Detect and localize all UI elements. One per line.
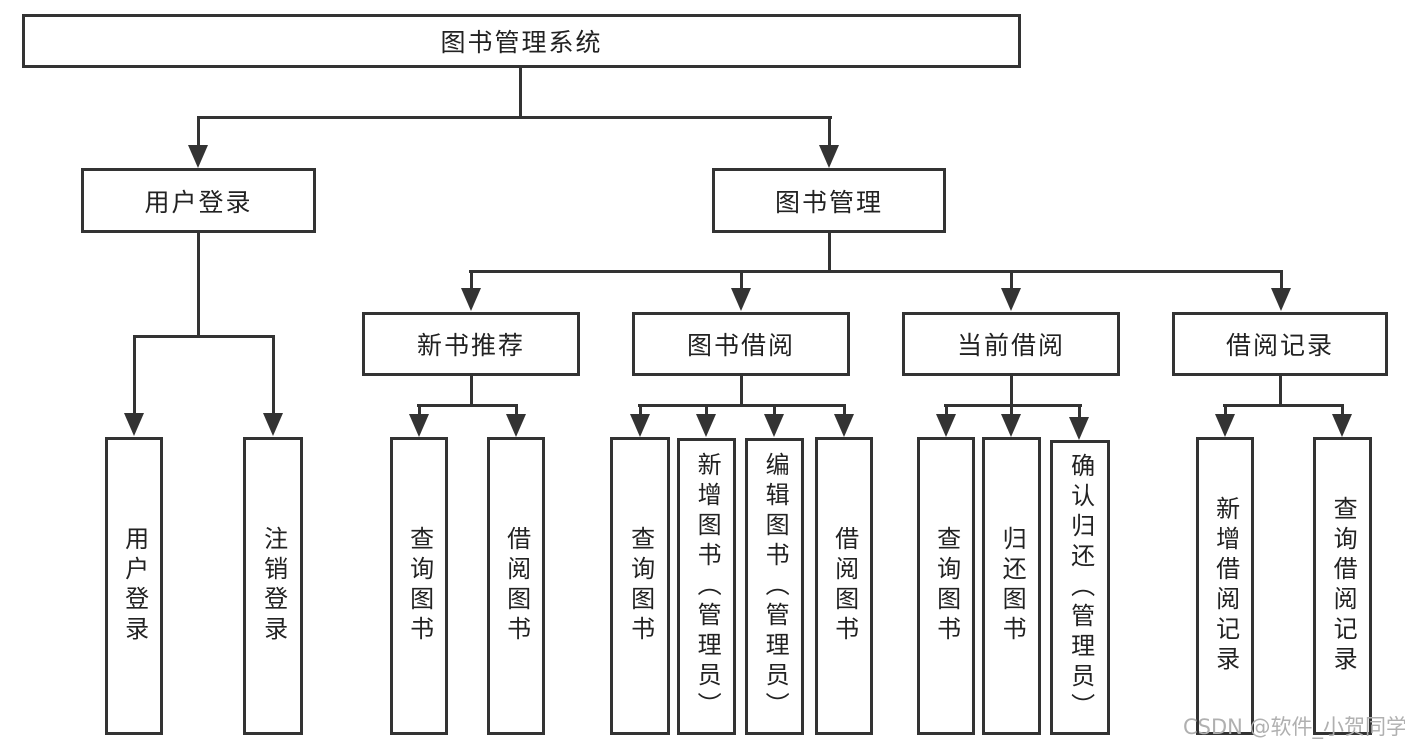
node-leaf-query-books-recommend: 查询图书 xyxy=(390,437,448,735)
arrowhead-leaf-logout xyxy=(263,413,283,436)
arrowhead-user-login xyxy=(188,145,208,168)
arrowhead-leaf-return-books xyxy=(1001,414,1021,437)
arrowhead-leaf-edit-books xyxy=(764,414,784,437)
edge-root-to-book-management-shaft xyxy=(828,116,831,147)
edge-current-borrow-stem xyxy=(1010,376,1013,407)
leaf-label: 查询图书 xyxy=(932,526,961,646)
edge-leaf-shaft xyxy=(705,404,708,416)
edge-book-management-rail xyxy=(469,270,1283,273)
edge-borrow-record-rail xyxy=(1223,404,1344,407)
node-borrow-record: 借阅记录 xyxy=(1172,312,1388,376)
edge-leaf-shaft xyxy=(945,404,948,416)
edge-to-leaf-logout-shaft xyxy=(272,335,275,415)
edge-to-borrow-record-shaft xyxy=(1280,270,1283,291)
arrowhead-current-borrow xyxy=(1001,288,1021,311)
node-leaf-edit-books-admin: 编辑图书（管理员） xyxy=(745,438,804,735)
arrowhead-leaf-borrow-books xyxy=(834,414,854,437)
edge-user-login-stem xyxy=(197,233,200,338)
node-book-management: 图书管理 xyxy=(712,168,946,233)
arrowhead-leaf-borrow-books xyxy=(506,414,526,437)
edge-leaf-shaft xyxy=(1010,404,1013,416)
node-new-book-recommend: 新书推荐 xyxy=(362,312,580,376)
node-leaf-query-books-borrow: 查询图书 xyxy=(610,437,670,735)
arrowhead-book-management xyxy=(819,145,839,168)
edge-root-rail xyxy=(197,116,832,119)
leaf-label: 归还图书 xyxy=(998,526,1027,646)
node-leaf-borrow-books-recommend: 借阅图书 xyxy=(487,437,545,735)
arrowhead-leaf-query-borrow-record xyxy=(1332,414,1352,437)
edge-root-stem xyxy=(519,67,522,119)
edge-root-to-user-login-shaft xyxy=(197,116,200,147)
arrowhead-leaf-query-books xyxy=(630,414,650,437)
edge-borrow-record-stem xyxy=(1279,376,1282,407)
node-current-borrow: 当前借阅 xyxy=(902,312,1120,376)
leaf-label: 注销登录 xyxy=(259,526,288,646)
csdn-watermark: CSDN @软件_小贺同学 xyxy=(1183,715,1405,739)
arrowhead-new-book-recommend xyxy=(461,288,481,311)
edge-current-borrow-rail xyxy=(944,404,1082,407)
edge-user-login-rail xyxy=(133,335,275,338)
arrowhead-leaf-query-books xyxy=(936,414,956,437)
edge-new-book-recommend-stem xyxy=(470,376,473,407)
edge-book-borrow-stem xyxy=(740,376,743,407)
leaf-label: 查询借阅记录 xyxy=(1329,496,1358,676)
node-user-login: 用户登录 xyxy=(81,168,316,233)
node-leaf-add-borrow-record: 新增借阅记录 xyxy=(1196,437,1254,735)
arrowhead-book-borrow xyxy=(731,288,751,311)
arrowhead-leaf-add-books xyxy=(696,414,716,437)
edge-to-leaf-user-login-shaft xyxy=(133,335,136,415)
edge-to-book-borrow-shaft xyxy=(740,270,743,291)
node-root: 图书管理系统 xyxy=(22,14,1021,68)
edge-leaf-shaft xyxy=(773,404,776,416)
node-leaf-borrow-books: 借阅图书 xyxy=(815,437,873,735)
leaf-label: 确认归还（管理员） xyxy=(1066,452,1095,723)
edge-leaf-shaft xyxy=(515,404,518,416)
leaf-label: 用户登录 xyxy=(120,526,149,646)
node-leaf-confirm-return-admin: 确认归还（管理员） xyxy=(1050,440,1110,735)
leaf-label: 新增图书（管理员） xyxy=(693,451,722,722)
edge-to-current-borrow-shaft xyxy=(1010,270,1013,291)
leaf-label: 新增借阅记录 xyxy=(1211,496,1240,676)
edge-leaf-shaft xyxy=(639,404,642,416)
node-leaf-query-borrow-record: 查询借阅记录 xyxy=(1313,437,1372,735)
node-leaf-logout-login: 注销登录 xyxy=(243,437,303,735)
edge-new-book-recommend-rail xyxy=(417,404,518,407)
arrowhead-leaf-confirm-return xyxy=(1069,417,1089,440)
edge-leaf-shaft xyxy=(1078,404,1081,419)
edge-to-new-book-recommend-shaft xyxy=(470,270,473,291)
edge-book-management-stem xyxy=(828,233,831,273)
edge-leaf-shaft xyxy=(843,404,846,416)
node-leaf-query-books-current: 查询图书 xyxy=(917,437,975,735)
leaf-label: 查询图书 xyxy=(405,526,434,646)
leaf-label: 借阅图书 xyxy=(830,526,859,646)
leaf-label: 编辑图书（管理员） xyxy=(761,451,790,722)
edge-leaf-shaft xyxy=(1224,404,1227,416)
arrowhead-leaf-query-books xyxy=(409,414,429,437)
arrowhead-leaf-add-borrow-record xyxy=(1215,414,1235,437)
node-leaf-return-books: 归还图书 xyxy=(982,437,1041,735)
node-leaf-user-login: 用户登录 xyxy=(105,437,163,735)
node-leaf-add-books-admin: 新增图书（管理员） xyxy=(677,438,736,735)
node-book-borrow: 图书借阅 xyxy=(632,312,850,376)
edge-leaf-shaft xyxy=(418,404,421,416)
arrowhead-borrow-record xyxy=(1271,288,1291,311)
edge-leaf-shaft xyxy=(1341,404,1344,416)
arrowhead-leaf-user-login xyxy=(124,413,144,436)
edge-book-borrow-rail xyxy=(638,404,846,407)
leaf-label: 借阅图书 xyxy=(502,526,531,646)
leaf-label: 查询图书 xyxy=(626,526,655,646)
